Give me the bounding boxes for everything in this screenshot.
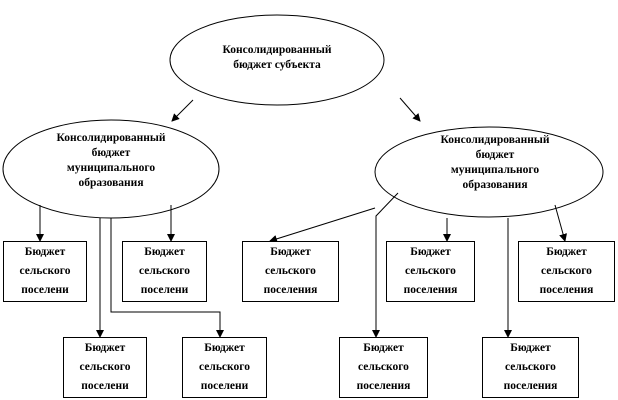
settlement-budget-box: Бюджет сельского поселени [3, 241, 87, 302]
settlement-budget-label: Бюджет сельского поселения [264, 243, 318, 300]
label-line: поселени [21, 284, 69, 296]
left-municipal-label: Консолидированный бюджет муниципального … [20, 128, 202, 194]
label-line: Бюджет [410, 246, 451, 258]
settlement-budget-box: Бюджет сельского поселения [518, 241, 615, 302]
label-line: сельского [505, 361, 556, 373]
label-line: муниципального [450, 164, 540, 176]
root-label-line: Консолидированный [222, 44, 332, 56]
settlement-budget-box: Бюджет сельского поселения [482, 337, 579, 398]
settlement-budget-box: Бюджет сельского поселени [182, 337, 267, 398]
label-line: поселения [356, 380, 411, 392]
settlement-budget-label: Бюджет сельского поселения [540, 243, 594, 300]
label-line: поселени [200, 380, 249, 392]
label-line: Бюджет [270, 246, 311, 258]
label-line: Бюджет [363, 342, 404, 354]
right-municipal-ellipse [374, 126, 604, 218]
right-municipal-label: Консолидированный бюджет муниципального … [410, 130, 580, 196]
label-line: сельского [19, 265, 71, 277]
settlement-budget-label: Бюджет сельского поселени [80, 339, 131, 396]
root-label: Консолидированный бюджет субъекта [190, 40, 364, 76]
label-line: поселения [403, 284, 458, 296]
settlement-budget-label: Бюджет сельского поселени [199, 339, 250, 396]
settlement-budget-label: Бюджет сельского поселения [357, 339, 411, 396]
arrow-right-1 [269, 207, 376, 243]
label-line: сельского [358, 361, 409, 373]
label-line: сельского [79, 361, 131, 373]
label-line: Бюджет [510, 342, 551, 354]
settlement-budget-label: Бюджет сельского поселения [504, 339, 558, 396]
arrow-root-right [399, 97, 421, 122]
label-line: Бюджет [204, 342, 245, 354]
label-line: поселени [81, 380, 129, 392]
settlement-budget-box: Бюджет сельского поселени [122, 241, 207, 302]
settlement-budget-box: Бюджет сельского поселени [63, 337, 147, 398]
label-line: образования [462, 179, 528, 191]
label-line: поселени [140, 284, 189, 296]
label-line: Бюджет [84, 342, 126, 354]
label-line: бюджет [475, 149, 515, 161]
settlement-budget-label: Бюджет сельского поселения [404, 243, 458, 300]
label-line: сельского [541, 265, 592, 277]
label-line: Бюджет [144, 246, 185, 258]
settlement-budget-box: Бюджет сельского поселения [386, 241, 475, 302]
label-line: Бюджет [24, 246, 66, 258]
settlement-budget-label: Бюджет сельского поселени [139, 243, 190, 300]
label-line: сельского [405, 265, 456, 277]
root-ellipse [169, 14, 385, 106]
label-line: сельского [199, 361, 250, 373]
label-line: муниципального [66, 162, 156, 174]
label-line: Консолидированный [56, 132, 166, 144]
label-line: бюджет [91, 147, 131, 159]
label-line: Консолидированный [440, 134, 550, 146]
label-line: Бюджет [546, 246, 587, 258]
label-line: сельского [139, 265, 190, 277]
arrow-root-left [171, 99, 194, 122]
settlement-budget-box: Бюджет сельского поселения [242, 241, 339, 302]
arrow-left-4 [110, 218, 224, 338]
settlement-budget-box: Бюджет сельского поселения [339, 337, 428, 398]
label-line: образования [78, 177, 144, 189]
label-line: поселения [263, 284, 318, 296]
label-line: поселения [503, 380, 558, 392]
label-line: сельского [265, 265, 316, 277]
arrow-right-5 [554, 204, 567, 242]
arrow-right-3 [372, 192, 399, 338]
label-line: поселения [539, 284, 594, 296]
settlement-budget-label: Бюджет сельского поселени [20, 243, 71, 300]
root-label-line: бюджет субъекта [233, 59, 321, 71]
